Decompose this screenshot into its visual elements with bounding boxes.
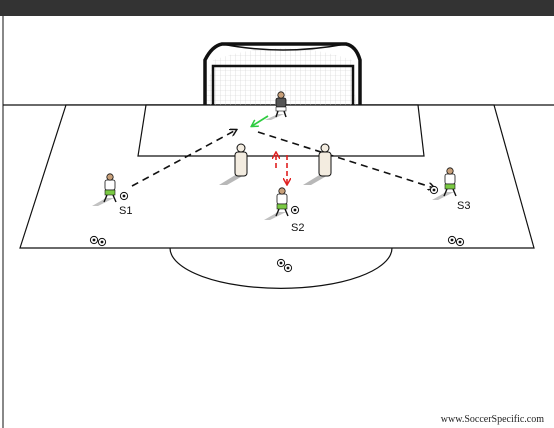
soccer-ball-icon	[97, 237, 107, 247]
soccer-ball-icon	[455, 237, 465, 247]
soccer-ball-icon	[89, 235, 99, 245]
soccer-ball-icon	[283, 263, 293, 273]
website-credit: www.SoccerSpecific.com	[440, 414, 544, 425]
player-label-s3: S3	[457, 200, 470, 212]
s2-movement-arrows	[276, 153, 287, 184]
soccer-ball-icon	[290, 205, 300, 215]
mannequin-icon	[219, 143, 248, 185]
soccer-ball-icon	[119, 191, 129, 201]
soccer-ball-icon	[276, 258, 286, 268]
soccer-ball-icon	[429, 185, 439, 195]
player-icon	[264, 187, 289, 220]
pass-arrow-s1	[131, 130, 236, 187]
goalkeeper-icon	[265, 91, 287, 120]
keeper-arrow	[252, 115, 269, 126]
player-label-s2: S2	[291, 222, 304, 234]
goal-icon	[203, 42, 362, 105]
penalty-arc	[169, 247, 393, 289]
player-icon	[92, 173, 117, 206]
soccer-ball-icon	[447, 235, 457, 245]
ball-pile-center	[276, 258, 293, 273]
player-label-s1: S1	[119, 205, 132, 217]
top-bar	[0, 0, 554, 16]
pass-arrow-s3	[257, 131, 434, 188]
mannequin-icon	[303, 143, 332, 185]
player-icon	[432, 167, 457, 200]
goal-area	[137, 104, 425, 157]
